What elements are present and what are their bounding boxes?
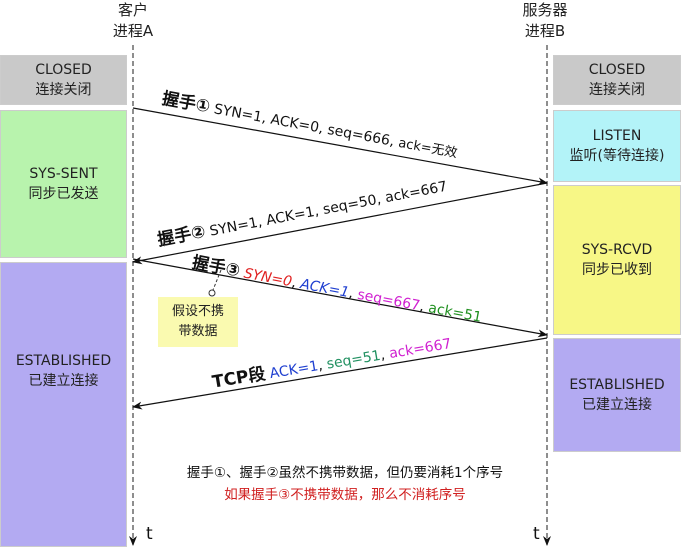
- state-desc: 连接关闭: [589, 82, 645, 98]
- client-header-line2: 进程A: [112, 22, 154, 40]
- note-line: 带数据: [178, 324, 218, 339]
- state-name: SYS-RCVD: [581, 242, 653, 258]
- server-header: 服务器 进程B: [500, 0, 590, 42]
- state-desc: 同步已发送: [28, 186, 99, 202]
- state-desc: 连接关闭: [35, 82, 92, 98]
- state-desc: 已建立连接: [28, 373, 99, 389]
- state-name: CLOSED: [588, 62, 646, 78]
- note-no-data: 假设不携 带数据: [158, 297, 238, 347]
- client-state-sys-sent: SYS-SENT 同步已发送: [0, 110, 127, 258]
- server-header-line2: 进程B: [524, 22, 566, 40]
- state-desc: 已建立连接: [582, 397, 652, 413]
- state-name: LISTEN: [592, 128, 642, 144]
- arrow-handshake-1: [132, 107, 548, 186]
- note-anchor-dot: [208, 289, 216, 297]
- footer-line-2: 如果握手③不携带数据，那么不消耗序号: [224, 487, 466, 503]
- footer-line-1: 握手①、握手②虽然不携带数据，但仍要消耗1个序号: [186, 465, 504, 481]
- server-state-sys-rcvd: SYS-RCVD 同步已收到: [553, 185, 681, 335]
- arrow-handshake-3: [132, 258, 548, 338]
- state-desc: 同步已收到: [582, 262, 652, 278]
- note-line: 假设不携: [171, 304, 224, 319]
- state-name: ESTABLISHED: [15, 353, 112, 369]
- arrow-tcp-segment: [132, 337, 548, 410]
- server-state-established: ESTABLISHED 已建立连接: [553, 338, 681, 452]
- client-header: 客户 进程A: [88, 0, 178, 42]
- state-name: SYS-SENT: [29, 166, 98, 182]
- state-name: CLOSED: [35, 62, 92, 78]
- client-time-label: t: [146, 524, 153, 544]
- state-name: ESTABLISHED: [569, 377, 665, 393]
- note-connector: [212, 269, 222, 291]
- state-desc: 监听(等待连接): [569, 148, 665, 164]
- server-state-listen: LISTEN 监听(等待连接): [553, 110, 681, 182]
- client-header-line1: 客户: [117, 1, 148, 19]
- server-header-line1: 服务器: [522, 1, 568, 19]
- client-state-closed: CLOSED 连接关闭: [0, 55, 127, 105]
- server-state-closed: CLOSED 连接关闭: [553, 55, 681, 105]
- arrow-handshake-2: [132, 182, 548, 265]
- client-state-established: ESTABLISHED 已建立连接: [0, 262, 127, 547]
- server-time-label: t: [533, 524, 540, 544]
